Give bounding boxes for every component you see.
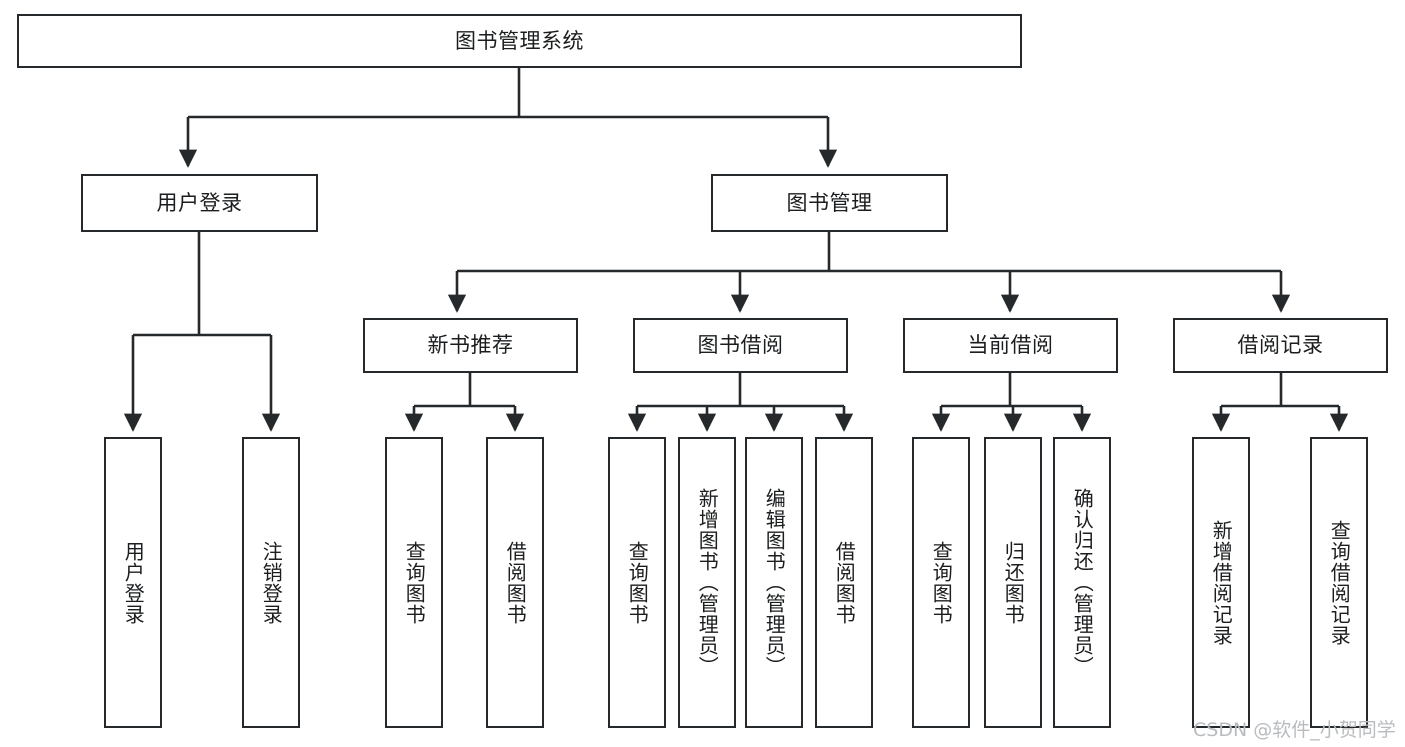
node-label: 确认归还（管理员） xyxy=(1070,488,1095,677)
node-user-login[interactable]: 用户登录 xyxy=(81,174,318,232)
leaf-node[interactable]: 查询借阅记录 xyxy=(1310,437,1368,728)
leaf-node[interactable]: 编辑图书（管理员） xyxy=(745,437,803,728)
node-label: 用户登录 xyxy=(156,190,243,215)
node-label: 注销登录 xyxy=(259,540,284,625)
node-label: 图书借阅 xyxy=(697,333,784,357)
node-label: 查询借阅记录 xyxy=(1327,519,1352,646)
node-label: 借阅记录 xyxy=(1237,333,1324,357)
leaf-node[interactable]: 注销登录 xyxy=(242,437,300,728)
node-label: 用户登录 xyxy=(121,540,146,625)
node-label: 当前借阅 xyxy=(967,333,1054,357)
node-book-management[interactable]: 图书管理 xyxy=(711,174,948,232)
csdn-watermark: CSDN @软件_小贺同学 xyxy=(1193,719,1396,741)
leaf-node[interactable]: 查询图书 xyxy=(385,437,443,728)
node-label: 归还图书 xyxy=(1001,540,1026,625)
leaf-node[interactable]: 查询图书 xyxy=(608,437,666,728)
node-label: 查询图书 xyxy=(625,540,650,625)
node-label: 新书推荐 xyxy=(427,333,514,357)
node-root[interactable]: 图书管理系统 xyxy=(17,14,1022,68)
node-label: 新增借阅记录 xyxy=(1209,519,1234,646)
node-label: 查询图书 xyxy=(929,540,954,625)
leaf-node[interactable]: 新增图书（管理员） xyxy=(678,437,736,728)
leaf-node[interactable]: 用户登录 xyxy=(104,437,162,728)
node-label: 借阅图书 xyxy=(503,540,528,625)
node-label: 借阅图书 xyxy=(832,540,857,625)
node-book-borrow[interactable]: 图书借阅 xyxy=(633,318,848,373)
leaf-node[interactable]: 新增借阅记录 xyxy=(1192,437,1250,728)
node-new-book-recommend[interactable]: 新书推荐 xyxy=(363,318,578,373)
leaf-node[interactable]: 确认归还（管理员） xyxy=(1053,437,1111,728)
node-label: 图书管理 xyxy=(786,190,873,215)
node-current-borrow[interactable]: 当前借阅 xyxy=(903,318,1118,373)
leaf-node[interactable]: 借阅图书 xyxy=(486,437,544,728)
leaf-node[interactable]: 查询图书 xyxy=(912,437,970,728)
leaf-node[interactable]: 借阅图书 xyxy=(815,437,873,728)
node-label: 图书管理系统 xyxy=(455,28,584,53)
node-label: 新增图书（管理员） xyxy=(695,488,720,677)
leaf-node[interactable]: 归还图书 xyxy=(984,437,1042,728)
node-label: 编辑图书（管理员） xyxy=(762,488,787,677)
node-borrow-records[interactable]: 借阅记录 xyxy=(1173,318,1388,373)
node-label: 查询图书 xyxy=(402,540,427,625)
